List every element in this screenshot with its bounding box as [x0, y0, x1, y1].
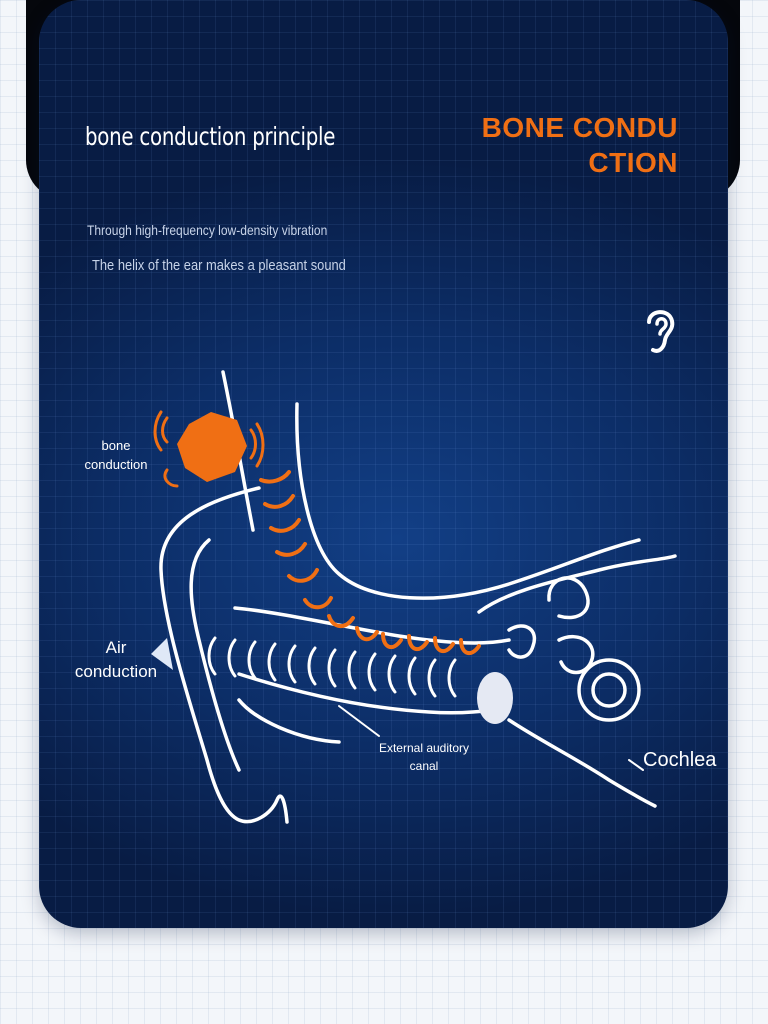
- label-canal-line-1: External auditory: [378, 741, 470, 755]
- jaw-line: [295, 402, 641, 600]
- canal-upper: [233, 606, 511, 645]
- label-bone-conduction: bone conduction: [69, 436, 163, 474]
- semicircular-canals: [547, 576, 590, 620]
- eardrum: [477, 672, 513, 724]
- ossicles: [507, 624, 537, 659]
- label-external-auditory-canal: External auditory canal: [369, 739, 479, 775]
- outer-ear: [159, 486, 289, 824]
- label-air-line-2: conduction: [74, 662, 158, 681]
- cochlea-inner: [591, 672, 627, 708]
- cochlea: [577, 658, 641, 722]
- brand-heading: BONE CONDU CTION: [482, 110, 678, 180]
- air-marker: [151, 638, 173, 670]
- canal-base: [237, 698, 341, 744]
- label-air-conduction: Air conduction: [69, 636, 163, 684]
- label-bone-line-2: conduction: [84, 457, 148, 472]
- card-grid: [39, 0, 728, 928]
- brand-line-1: BONE CONDU: [481, 112, 678, 143]
- infographic-card: bone conduction principle BONE CONDU CTI…: [39, 0, 728, 928]
- label-bone-line-1: bone: [101, 438, 131, 453]
- cochlea-pointer: [628, 759, 644, 771]
- inner-ear-lower: [507, 718, 657, 808]
- label-air-line-1: Air: [105, 638, 127, 657]
- subtitle-2: The helix of the ear makes a pleasant so…: [92, 257, 346, 274]
- brand-line-2: CTION: [588, 147, 678, 178]
- inner-ear-outline: [477, 554, 677, 614]
- subtitle-1: Through high-frequency low-density vibra…: [87, 222, 328, 238]
- ear-anatomy-diagram: [151, 370, 677, 824]
- label-canal-line-2: canal: [409, 759, 439, 773]
- ear-icon: [647, 310, 675, 353]
- device-vibration: [153, 410, 265, 488]
- inner-detail: [557, 634, 595, 675]
- page-title: bone conduction principle: [85, 122, 336, 151]
- label-cochlea: Cochlea: [643, 749, 717, 771]
- bone-device: [177, 412, 247, 482]
- canal-pointer: [338, 705, 380, 737]
- bone-waves: [259, 470, 481, 656]
- helix-inner: [189, 538, 241, 772]
- air-waves: [207, 636, 457, 698]
- canal-lower: [237, 672, 511, 715]
